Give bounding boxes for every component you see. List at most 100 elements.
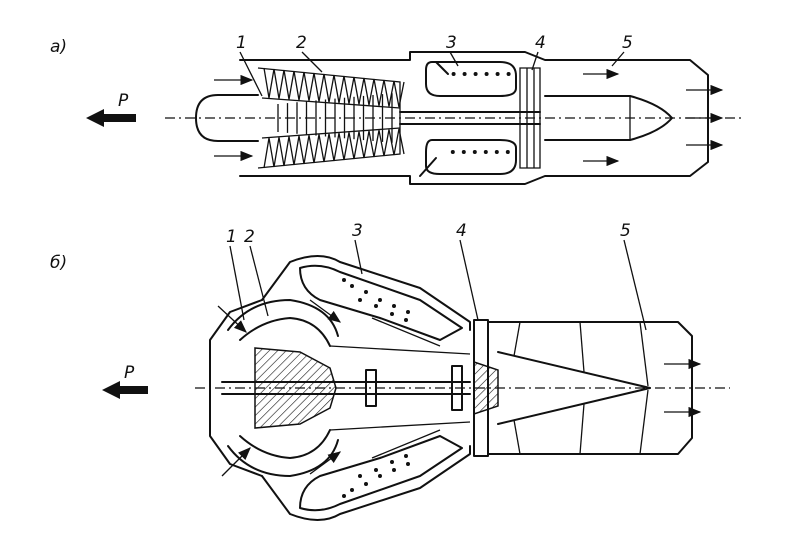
fuel-dot	[374, 468, 378, 472]
compressor-blade	[303, 71, 315, 101]
compressor-blade	[363, 77, 375, 106]
fuel-dot	[358, 298, 362, 302]
fuel-dot	[483, 150, 488, 154]
compressor-blade	[343, 132, 355, 161]
compressor-blade	[263, 137, 275, 169]
fuel-dot	[374, 304, 378, 308]
thrust-label-b: P	[124, 363, 135, 383]
compressor-blade	[383, 129, 395, 157]
fuel-dot	[404, 454, 408, 458]
compressor-drum-a	[277, 93, 393, 143]
compressor-blade	[333, 74, 345, 104]
compressor-blade	[273, 137, 285, 168]
shaft-a	[399, 111, 541, 125]
fuel-dot	[358, 474, 362, 478]
compressor-blade	[323, 73, 335, 103]
nose-housing-b	[209, 299, 263, 477]
thrust-arrow-a: P	[86, 91, 136, 127]
compressor-blade	[353, 131, 365, 160]
compressor-blade	[273, 68, 285, 99]
fuel-dot	[450, 150, 455, 154]
combustion-fuel-dots-a	[450, 72, 511, 154]
callout-b-4: 4	[456, 221, 467, 241]
compressor-blade	[263, 67, 275, 99]
fuel-dot	[390, 312, 394, 316]
fuel-dot	[342, 278, 346, 282]
flow-arrows-a	[214, 68, 724, 167]
flow-arrows-b	[217, 299, 702, 477]
callout-a-4: 4	[535, 33, 546, 53]
fuel-dot	[378, 474, 382, 478]
exhaust-segments-b	[513, 321, 649, 455]
fuel-dot	[404, 318, 408, 322]
compressor-blade	[283, 69, 295, 100]
compressor-blade	[323, 133, 335, 163]
lower-housing-b	[261, 445, 471, 521]
variant-label-a: а)	[50, 37, 67, 57]
compressor-blade	[363, 130, 375, 159]
fuel-dot	[406, 310, 410, 314]
thrust-label-a: P	[118, 91, 129, 111]
fuel-dot	[350, 284, 354, 288]
fuel-dot	[392, 304, 396, 308]
compressor-blade	[353, 76, 365, 105]
exhaust-cone-b	[497, 351, 651, 425]
callout-a-3: 3	[446, 33, 457, 53]
fuel-dot	[462, 72, 467, 76]
upper-housing-b	[261, 255, 471, 331]
turbine-b	[473, 319, 499, 457]
callout-b-1: 1	[226, 227, 237, 247]
combustion-chamber-b	[299, 264, 463, 512]
fuel-dot	[390, 460, 394, 464]
fuel-dot	[461, 150, 466, 154]
fuel-dot	[472, 150, 477, 154]
fuel-dot	[378, 298, 382, 302]
fuel-dot	[506, 72, 511, 76]
combustion-chamber-a	[419, 61, 517, 177]
fuel-dot	[364, 290, 368, 294]
compressor-blade	[283, 136, 295, 167]
axial-turbojet-diagram: а) P	[50, 33, 745, 185]
callout-b-2: 2	[244, 227, 255, 247]
compressor-blade	[373, 78, 385, 106]
fuel-dot	[505, 150, 510, 154]
fuel-dot	[342, 494, 346, 498]
variant-label-b: б)	[50, 253, 67, 273]
fuel-dot	[406, 462, 410, 466]
callout-a-2: 2	[296, 33, 307, 53]
compressor-blade	[313, 72, 325, 102]
callout-a-1: 1	[236, 33, 247, 53]
fuel-dot	[350, 488, 354, 492]
fuel-dot	[495, 72, 500, 76]
centrifugal-turbojet-diagram: б) P	[50, 221, 730, 521]
nose-spinner-a	[195, 94, 259, 142]
shaft-b	[221, 365, 471, 411]
struts-b	[329, 317, 471, 459]
compressor-blade	[383, 79, 395, 107]
fuel-dot	[494, 150, 499, 154]
compressor-blade	[343, 75, 355, 104]
compressor-blade	[373, 130, 385, 158]
compressor-blade	[393, 128, 405, 156]
fuel-dot	[451, 72, 456, 76]
compressor-blade	[333, 132, 345, 162]
compressor-blade	[293, 135, 305, 166]
thrust-arrow-b: P	[102, 363, 148, 399]
fuel-dot	[364, 482, 368, 486]
combustion-fuel-dots-b	[342, 278, 410, 498]
compressor-blades-a	[263, 67, 405, 169]
fuel-dot	[473, 72, 478, 76]
compressor-blade	[293, 70, 305, 101]
callouts-a: 1 2 3 4 5	[236, 33, 633, 97]
callouts-b: 1 2 3 4 5	[226, 221, 647, 331]
exhaust-cone-a	[544, 95, 673, 141]
compressor-blade	[313, 134, 325, 164]
fuel-dot	[392, 468, 396, 472]
compressor-blade	[393, 80, 405, 108]
callout-b-3: 3	[352, 221, 363, 241]
callout-b-5: 5	[620, 221, 631, 241]
callout-a-5: 5	[622, 33, 633, 53]
compressor-a	[257, 67, 405, 169]
compressor-blade	[303, 135, 315, 165]
